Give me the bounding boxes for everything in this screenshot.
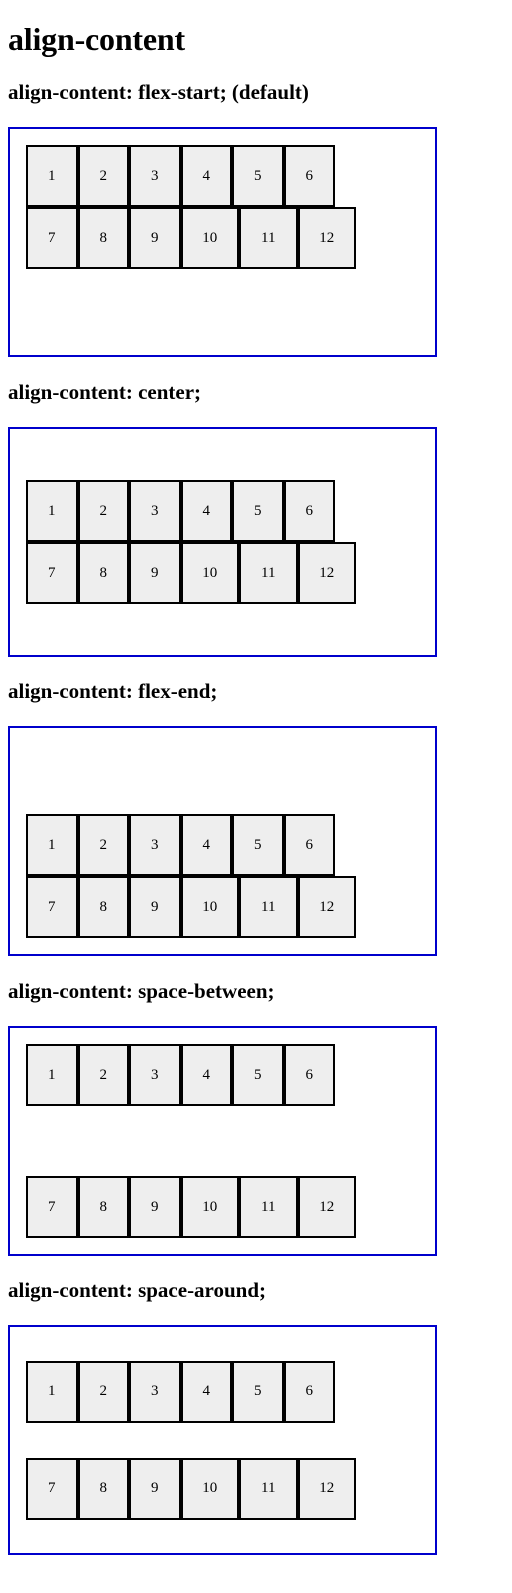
flex-item: 9 xyxy=(129,207,181,269)
flex-item: 12 xyxy=(297,207,356,269)
flex-item: 10 xyxy=(180,1457,239,1520)
flex-item: 11 xyxy=(239,1457,298,1520)
flex-item: 4 xyxy=(180,480,232,542)
flex-item: 1 xyxy=(26,814,78,876)
flex-item: 11 xyxy=(239,1176,298,1238)
flex-item: 12 xyxy=(297,1176,356,1238)
flex-item: 9 xyxy=(129,1457,181,1520)
flex-item: 6 xyxy=(283,814,335,876)
flex-item: 2 xyxy=(77,1360,129,1423)
flex-item: 11 xyxy=(239,542,298,604)
flex-item: 9 xyxy=(129,1176,181,1238)
flex-item: 2 xyxy=(77,480,129,542)
flex-item: 11 xyxy=(239,876,298,938)
flex-item: 10 xyxy=(180,876,239,938)
flex-item: 6 xyxy=(283,145,335,207)
flex-item: 4 xyxy=(180,814,232,876)
flex-item: 8 xyxy=(77,207,129,269)
flex-item: 8 xyxy=(77,1176,129,1238)
flex-item: 2 xyxy=(77,1044,129,1106)
flex-item: 1 xyxy=(26,1360,78,1423)
section-heading: align-content: space-between; xyxy=(8,979,275,1003)
flex-item: 7 xyxy=(26,207,78,269)
section-heading: align-content: center; xyxy=(8,380,202,404)
flex-item: 3 xyxy=(129,814,181,876)
flex-item: 5 xyxy=(232,1360,284,1423)
flex-item: 3 xyxy=(129,145,181,207)
flex-item: 6 xyxy=(283,1044,335,1106)
flex-item: 1 xyxy=(26,1044,78,1106)
flex-item: 1 xyxy=(26,145,78,207)
flex-item: 3 xyxy=(129,1044,181,1106)
flex-item: 3 xyxy=(129,1360,181,1423)
section-heading: align-content: space-around; xyxy=(8,1278,267,1302)
flex-item: 8 xyxy=(77,876,129,938)
flex-item: 2 xyxy=(77,145,129,207)
flex-item: 9 xyxy=(129,542,181,604)
flex-item: 1 xyxy=(26,480,78,542)
section-heading: align-content: flex-start; (default) xyxy=(8,80,309,104)
flex-item: 11 xyxy=(239,207,298,269)
flex-item: 10 xyxy=(180,207,239,269)
flex-item: 9 xyxy=(129,876,181,938)
flex-item: 5 xyxy=(232,1044,284,1106)
flex-item: 7 xyxy=(26,1457,78,1520)
flex-item: 7 xyxy=(26,542,78,604)
flex-item: 10 xyxy=(180,1176,239,1238)
flex-item: 12 xyxy=(297,1457,356,1520)
flex-item: 5 xyxy=(232,814,284,876)
page-title: align-content xyxy=(8,21,185,57)
flex-item: 6 xyxy=(283,480,335,542)
flex-item: 3 xyxy=(129,480,181,542)
flex-item: 4 xyxy=(180,145,232,207)
section-heading: align-content: flex-end; xyxy=(8,679,218,703)
flex-item: 12 xyxy=(297,542,356,604)
flex-item: 4 xyxy=(180,1360,232,1423)
flex-item: 5 xyxy=(232,480,284,542)
flex-item: 6 xyxy=(283,1360,335,1423)
flex-item: 7 xyxy=(26,1176,78,1238)
flex-item: 8 xyxy=(77,542,129,604)
flex-item: 12 xyxy=(297,876,356,938)
flex-item: 2 xyxy=(77,814,129,876)
flex-item: 5 xyxy=(232,145,284,207)
page: align-content align-content: flex-start;… xyxy=(0,0,512,1555)
flex-item: 7 xyxy=(26,876,78,938)
flex-item: 4 xyxy=(180,1044,232,1106)
flex-item: 8 xyxy=(77,1457,129,1520)
flex-item: 10 xyxy=(180,542,239,604)
